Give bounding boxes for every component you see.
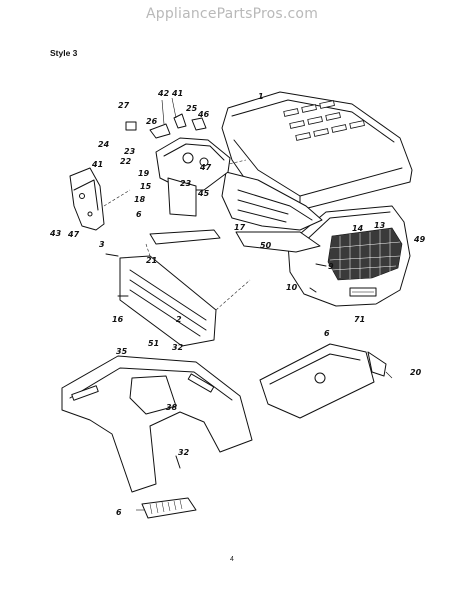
callout-32b: 32 [178,448,190,457]
callout-1: 1 [258,92,264,101]
callout-15: 15 [140,182,152,191]
callout-9: 9 [328,262,334,271]
callout-20: 20 [410,368,422,377]
callout-6c: 6 [116,508,122,517]
side-panel [219,159,323,253]
lower-pan [259,343,393,419]
callout-45: 45 [197,189,210,198]
callout-19: 19 [138,169,150,178]
callout-25: 25 [186,104,198,113]
callout-16: 16 [112,315,124,324]
front-grille-housing [287,205,411,307]
callout-23a: 23 [124,147,136,156]
callout-10: 10 [286,283,298,292]
callout-26: 26 [146,117,158,126]
site-watermark: AppliancePartsPros.com [145,6,319,22]
callout-51: 51 [148,339,159,348]
left-bracket [69,167,131,231]
callout-24: 24 [98,140,110,149]
dashboard-assembly [125,97,231,217]
callout-32a: 32 [172,343,184,352]
screws [105,253,327,469]
callout-18: 18 [134,195,146,204]
callout-labels: 1 2 3 6 6 6 9 10 13 14 15 16 17 18 19 20… [49,89,426,517]
callout-42: 42 [157,89,170,98]
callout-17: 17 [234,223,246,232]
callout-6b: 6 [324,329,330,338]
callout-14: 14 [352,224,364,233]
callout-47b: 47 [67,230,80,239]
callout-47a: 47 [199,163,212,172]
callout-41a: 41 [171,89,183,98]
rear-fender [61,355,253,519]
callout-21: 21 [146,256,157,265]
callout-22: 22 [120,157,132,166]
callout-38: 38 [166,403,178,412]
callout-2: 2 [176,315,182,324]
callout-27: 27 [118,101,130,110]
callout-3: 3 [99,240,105,249]
callout-71: 71 [354,315,365,324]
callout-41b: 41 [91,160,103,169]
page-number: 4 [230,556,234,563]
callout-43: 43 [49,229,62,238]
callout-46: 46 [197,110,210,119]
callout-49: 49 [413,235,426,244]
hood-part [221,91,413,211]
callout-13: 13 [374,221,386,230]
front-panel [119,229,251,347]
callout-35: 35 [116,347,128,356]
style-label: Style 3 [50,48,78,58]
callout-23b: 23 [180,179,192,188]
callout-6a: 6 [136,210,142,219]
callout-50: 50 [260,241,272,250]
